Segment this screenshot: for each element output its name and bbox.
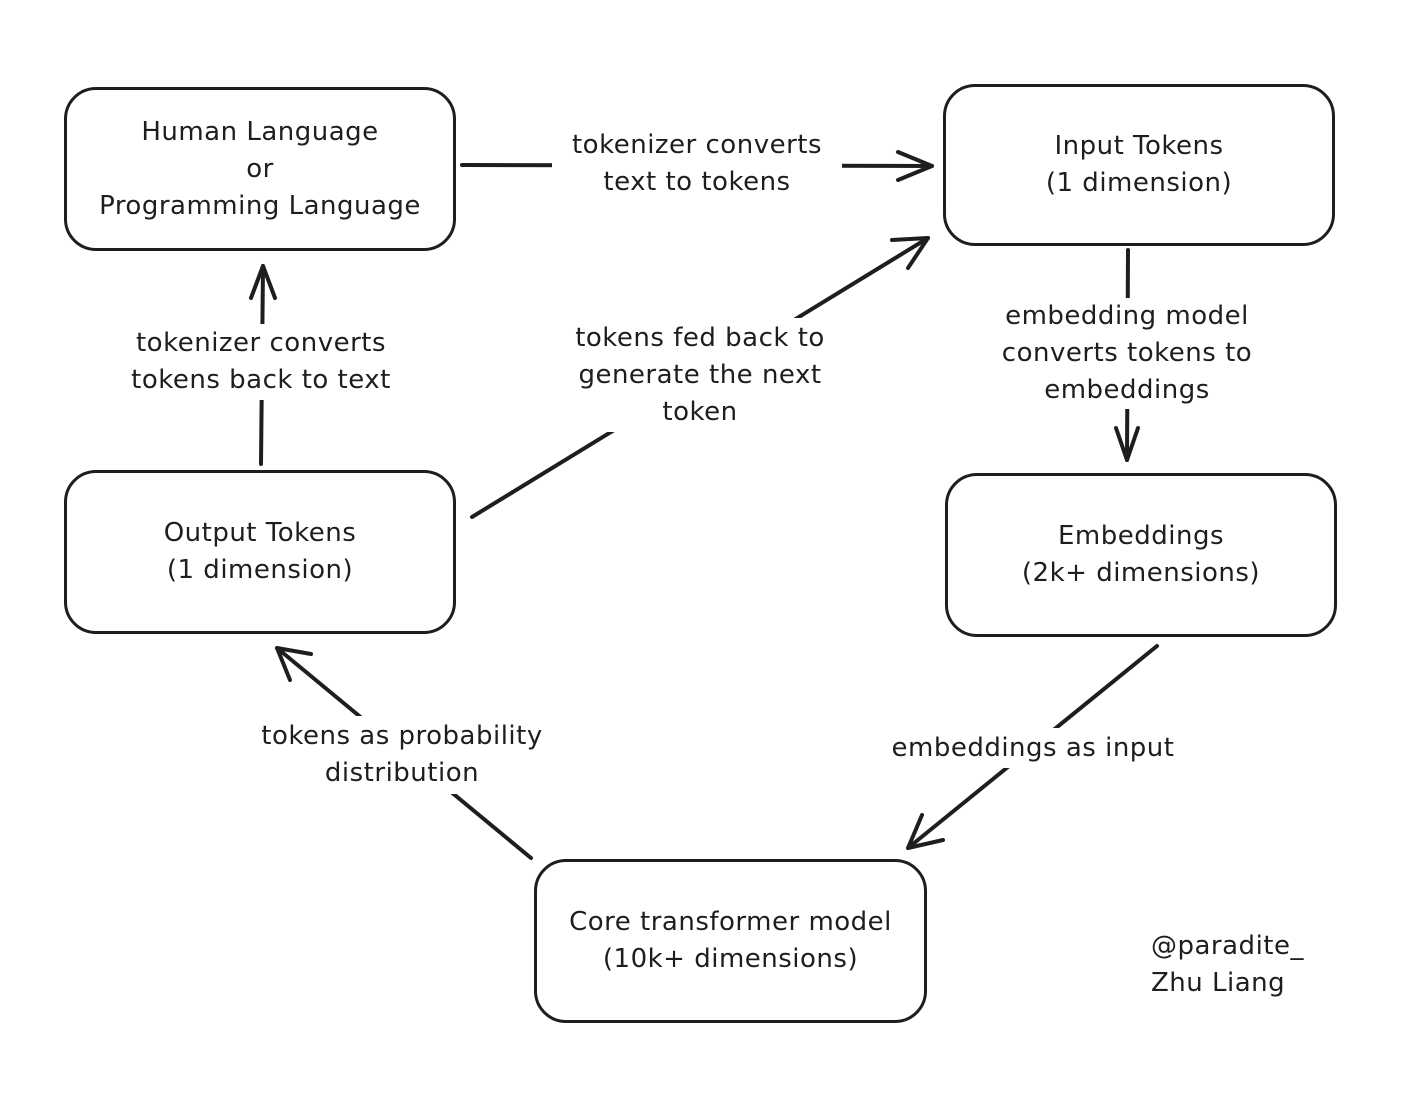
node-input-tokens-line-1: Input Tokens xyxy=(1054,131,1224,161)
edge-label-probability: tokens as probability distribution xyxy=(238,716,566,794)
edge-label-feedback: tokens fed back to generate the next tok… xyxy=(550,318,850,432)
node-human-language-line-3: Programming Language xyxy=(99,190,421,221)
node-output-tokens: Output Tokens (1 dimension) xyxy=(64,470,456,634)
node-input-tokens: Input Tokens (1 dimension) xyxy=(943,84,1335,246)
edge-label-probability-line-1: tokens as probability xyxy=(261,721,543,751)
node-output-tokens-line-2: (1 dimension) xyxy=(166,555,354,585)
edge-label-probability-line-2: distribution xyxy=(324,758,480,788)
edge-label-feedback-line-2: generate the next xyxy=(578,359,822,390)
edge-label-feedback-line-3: token xyxy=(662,396,738,427)
edge-label-tokenize-line-2: text to tokens xyxy=(603,167,791,197)
edge-label-embeddings-input: embeddings as input xyxy=(880,728,1186,768)
edge-label-feedback-line-1: tokens fed back to xyxy=(575,322,825,353)
node-embeddings-line-1: Embeddings xyxy=(1057,521,1224,551)
node-core-transformer-model: Core transformer model (10k+ dimensions) xyxy=(534,859,927,1023)
edge-label-detokenize-line-2: tokens back to text xyxy=(131,365,391,395)
edge-label-embed: embedding model converts tokens to embed… xyxy=(976,298,1278,409)
node-input-tokens-line-2: (1 dimension) xyxy=(1045,168,1233,198)
node-output-tokens-line-1: Output Tokens xyxy=(163,518,357,548)
node-embeddings-line-2: (2k+ dimensions) xyxy=(1021,558,1261,588)
node-embeddings: Embeddings (2k+ dimensions) xyxy=(945,473,1337,637)
node-human-language-line-1: Human Language xyxy=(141,116,379,147)
node-core-transformer-model-line-1: Core transformer model xyxy=(569,907,892,937)
author-handle: @paradite_ xyxy=(1151,931,1304,961)
node-core-transformer-model-line-2: (10k+ dimensions) xyxy=(602,944,859,974)
edge-label-detokenize: tokenizer converts tokens back to text xyxy=(100,324,422,400)
edge-label-embeddings-input-line-1: embeddings as input xyxy=(891,732,1175,763)
edge-label-tokenize: tokenizer converts text to tokens xyxy=(552,127,842,201)
node-human-language: Human Language or Programming Language xyxy=(64,87,456,251)
author-signature: @paradite_ Zhu Liang xyxy=(1151,928,1371,1006)
edge-label-tokenize-line-1: tokenizer converts xyxy=(571,130,823,160)
edge-label-embed-line-2: converts tokens to xyxy=(1001,338,1253,368)
author-name: Zhu Liang xyxy=(1151,968,1286,998)
edge-label-embed-line-1: embedding model xyxy=(1005,301,1249,331)
edge-label-embed-line-3: embeddings xyxy=(1044,375,1210,405)
node-human-language-line-2: or xyxy=(246,153,274,184)
edge-label-detokenize-line-1: tokenizer converts xyxy=(135,328,387,358)
